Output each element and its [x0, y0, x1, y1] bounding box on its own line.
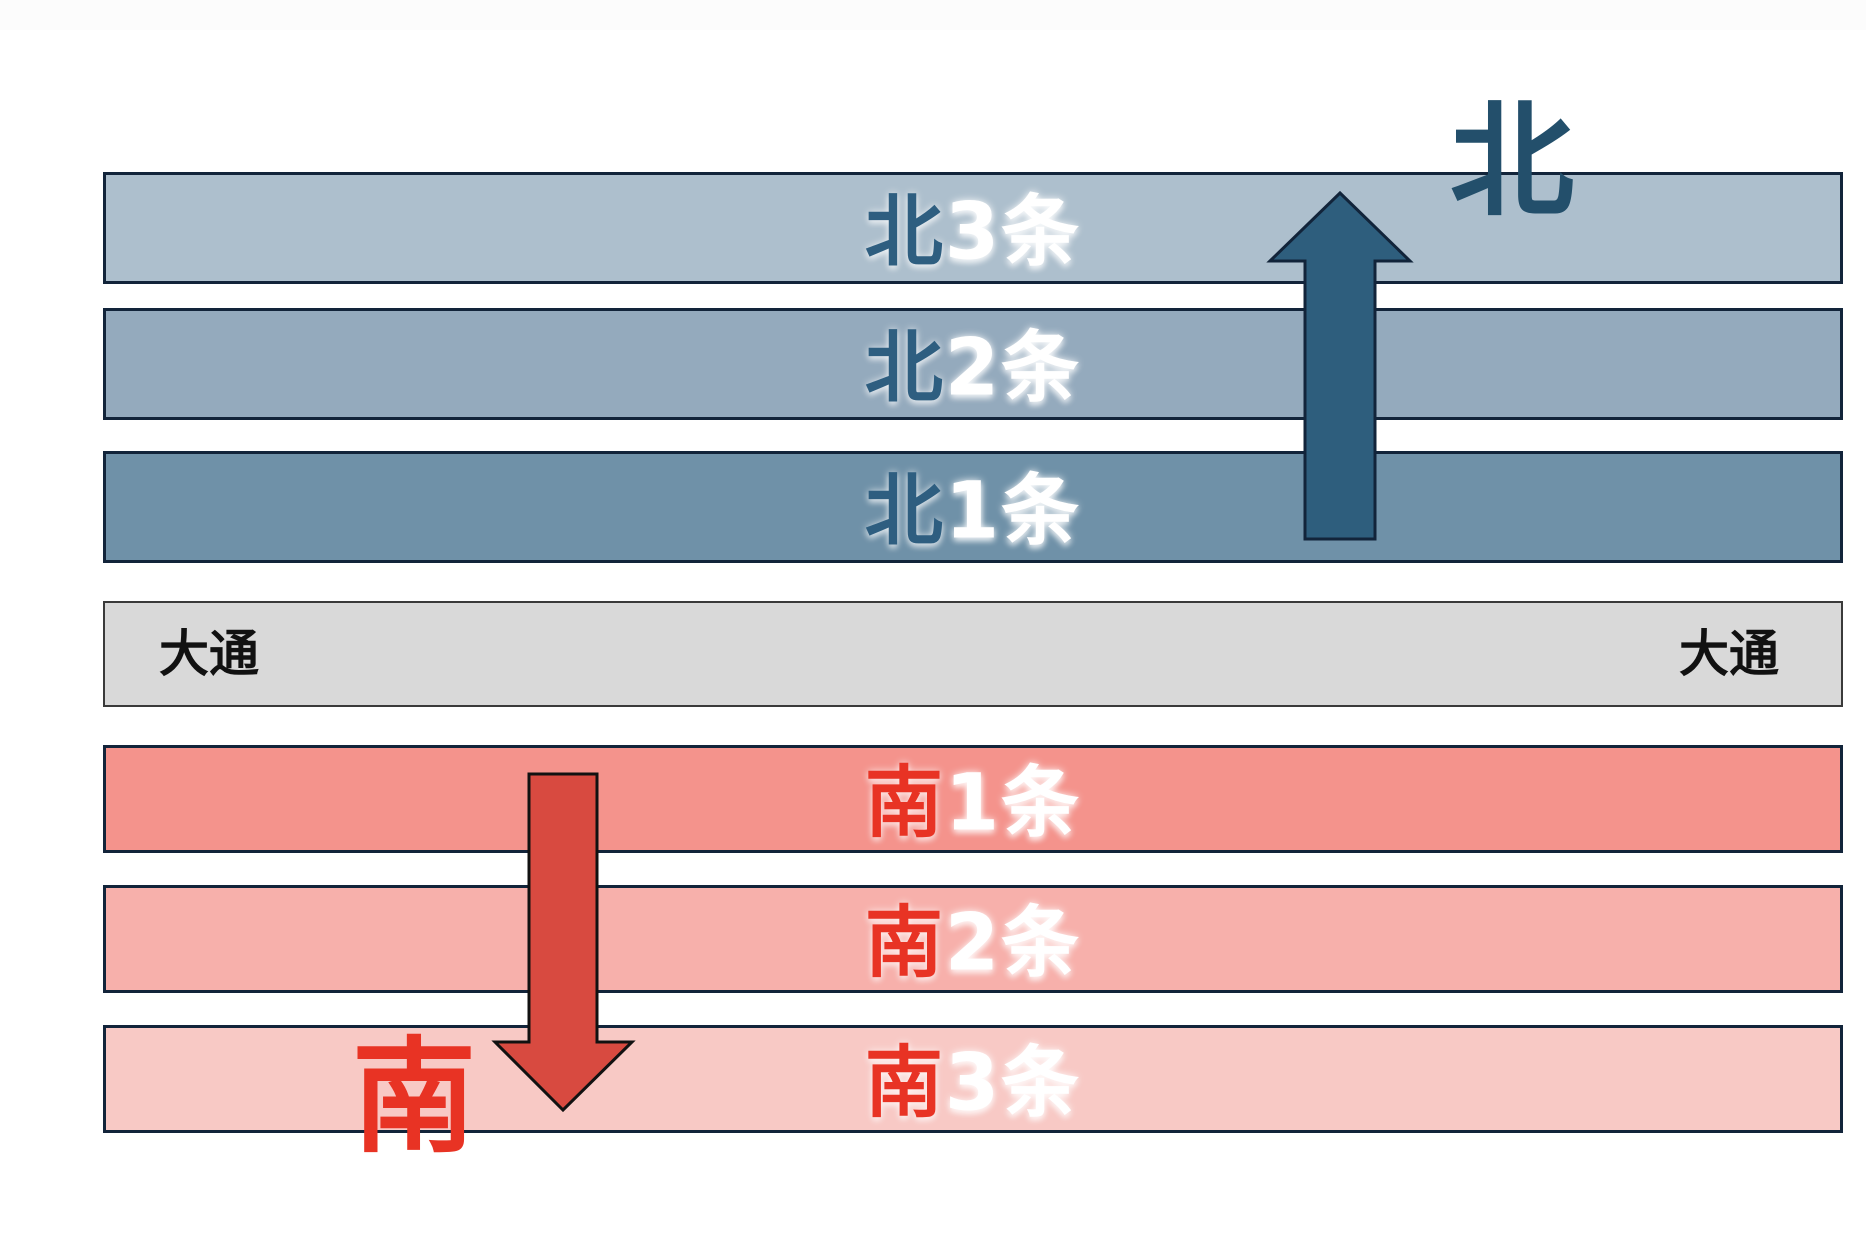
arrow-down-icon [491, 772, 636, 1113]
bar-label: 北3条 [106, 194, 1840, 272]
bar-label: 南3条 [106, 1045, 1840, 1123]
compass-south-label: 南 [352, 1026, 477, 1170]
top-strip [0, 0, 1866, 30]
odori-label-right: 大通 [1679, 625, 1779, 683]
block-number: 3 [944, 187, 1002, 278]
direction-char: 南 [864, 1038, 945, 1129]
direction-char: 北 [864, 323, 945, 414]
jo-suffix: 条 [1001, 898, 1082, 989]
block-number: 2 [944, 898, 1002, 989]
jo-suffix: 条 [1001, 1038, 1082, 1129]
jo-suffix: 条 [1001, 187, 1082, 278]
block-number: 2 [944, 323, 1002, 414]
direction-char: 南 [864, 758, 945, 849]
bar-odori: 大通 大通 [103, 601, 1843, 707]
bar-label: 南2条 [106, 905, 1840, 983]
bar-south-2jo: 南2条 [103, 885, 1843, 993]
compass-north-label: 北 [1450, 90, 1575, 234]
bar-label: 北2条 [106, 330, 1840, 408]
arrow-up-icon [1266, 190, 1414, 541]
direction-char: 北 [864, 187, 945, 278]
bar-south-3jo: 南3条 [103, 1025, 1843, 1133]
bar-label: 北1条 [106, 473, 1840, 551]
bar-north-2jo: 北2条 [103, 308, 1843, 420]
jo-suffix: 条 [1001, 466, 1082, 557]
odori-label-left: 大通 [159, 625, 259, 683]
jo-suffix: 条 [1001, 323, 1082, 414]
direction-char: 北 [864, 466, 945, 557]
block-number: 1 [944, 758, 1002, 849]
bar-label: 南1条 [106, 765, 1840, 843]
bar-north-3jo: 北3条 [103, 172, 1843, 284]
bar-south-1jo: 南1条 [103, 745, 1843, 853]
jo-suffix: 条 [1001, 758, 1082, 849]
block-number: 3 [944, 1038, 1002, 1129]
direction-char: 南 [864, 898, 945, 989]
bar-north-1jo: 北1条 [103, 451, 1843, 563]
block-number: 1 [944, 466, 1002, 557]
